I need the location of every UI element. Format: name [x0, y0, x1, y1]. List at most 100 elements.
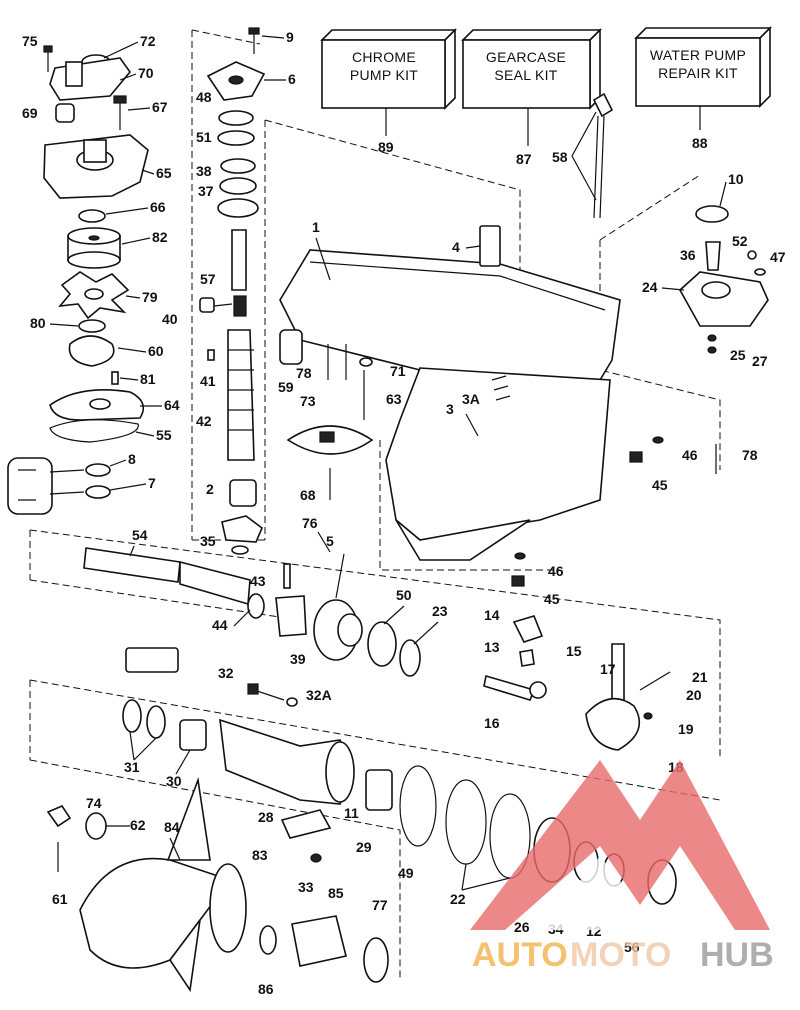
callout-31: 31 [124, 759, 140, 775]
callout-30: 30 [166, 773, 182, 789]
callout-32: 32 [218, 665, 234, 681]
callout-59: 59 [278, 379, 294, 395]
kit-box-chrome-pump[interactable]: CHROME PUMP KIT [320, 28, 457, 110]
kit-water-pump-line1: WATER PUMP [650, 47, 746, 63]
watermark-text-hub: HUB [700, 936, 774, 974]
kit-water-pump-number: 88 [692, 135, 708, 151]
callout-75: 75 [22, 33, 38, 49]
watermark-text-auto: AUTO [472, 936, 568, 974]
propshaft-parts [83, 547, 671, 751]
callout-49: 49 [398, 865, 414, 881]
callout-77: 77 [372, 897, 388, 913]
callout-68: 68 [300, 487, 316, 503]
callout-2: 2 [206, 481, 214, 497]
kit-chrome-pump-line1: CHROME [352, 49, 416, 65]
callout-69: 69 [22, 105, 38, 121]
callout-62: 62 [130, 817, 146, 833]
callout-65: 65 [156, 165, 172, 181]
kit-box-water-pump-repair[interactable]: WATER PUMP REPAIR KIT [634, 26, 772, 108]
callout-11: 11 [344, 805, 359, 821]
callout-6: 6 [288, 71, 296, 87]
callout-64: 64 [164, 397, 180, 413]
callout-15: 15 [566, 643, 582, 659]
callout-40: 40 [162, 311, 178, 327]
callout-23: 23 [432, 603, 448, 619]
watermark-logo: AUTO MOTO HUB [470, 760, 774, 974]
callout-57: 57 [200, 271, 216, 287]
callout-80: 80 [30, 315, 46, 331]
callout-19: 19 [678, 721, 694, 737]
callout-35: 35 [200, 533, 216, 549]
callout-43: 43 [250, 573, 266, 589]
callout-3: 3 [446, 401, 454, 417]
callout-13: 13 [484, 639, 500, 655]
callout-60: 60 [148, 343, 164, 359]
callout-83: 83 [252, 847, 268, 863]
kit-chrome-pump-number: 89 [378, 139, 394, 155]
callout-45-upper: 45 [652, 477, 668, 493]
callout-16: 16 [484, 715, 500, 731]
callout-84: 84 [164, 819, 180, 835]
callout-28: 28 [258, 809, 274, 825]
propeller-parts [46, 776, 389, 993]
callout-54: 54 [132, 527, 148, 543]
callout-67: 67 [152, 99, 168, 115]
callout-44: 44 [212, 617, 228, 633]
callout-72: 72 [140, 33, 156, 49]
callout-79: 79 [142, 289, 158, 305]
pump-kit-assembly [592, 92, 769, 354]
callout-26: 26 [514, 919, 530, 935]
kit-box-gearcase-seal[interactable]: GEARCASE SEAL KIT [461, 28, 602, 110]
callout-4: 4 [452, 239, 460, 255]
callout-20: 20 [686, 687, 702, 703]
callout-52: 52 [732, 233, 748, 249]
driveshaft-parts [199, 27, 266, 555]
kit-water-pump-line2: REPAIR KIT [658, 65, 738, 81]
callout-14: 14 [484, 607, 500, 623]
callout-25: 25 [730, 347, 746, 363]
callout-63: 63 [386, 391, 402, 407]
callout-66: 66 [150, 199, 166, 215]
callout-3A: 3A [462, 391, 480, 407]
callout-24: 24 [642, 279, 658, 295]
kit-gearcase-seal-number: 87 [516, 151, 532, 167]
callout-39: 39 [290, 651, 306, 667]
callout-56: 56 [624, 939, 640, 955]
callout-37: 37 [198, 183, 214, 199]
callout-22: 22 [450, 891, 466, 907]
callout-8: 8 [128, 451, 136, 467]
callout-50: 50 [396, 587, 412, 603]
callout-70: 70 [138, 65, 154, 81]
callout-81: 81 [140, 371, 156, 387]
callout-46-lower: 46 [548, 563, 564, 579]
callout-71: 71 [390, 363, 406, 379]
callout-27: 27 [752, 353, 768, 369]
assembly-dashed-lines [29, 29, 721, 980]
kit-gearcase-seal-line2: SEAL KIT [494, 67, 557, 83]
callout-61: 61 [52, 891, 68, 907]
callout-9: 9 [286, 29, 294, 45]
callout-46-upper: 46 [682, 447, 698, 463]
callout-17: 17 [600, 661, 616, 677]
callout-78-upper: 78 [296, 365, 312, 381]
callout-73: 73 [300, 393, 316, 409]
callout-58: 58 [552, 149, 568, 165]
water-pump-parts [7, 45, 149, 515]
leader-lines [49, 35, 727, 891]
callout-76: 76 [302, 515, 318, 531]
callout-7: 7 [148, 475, 156, 491]
callout-33: 33 [298, 879, 314, 895]
callout-38: 38 [196, 163, 212, 179]
callout-78-right: 78 [742, 447, 758, 463]
kit-chrome-pump-line2: PUMP KIT [350, 67, 418, 83]
kit-gearcase-seal-line1: GEARCASE [486, 49, 566, 65]
watermark-text-moto: MOTO [570, 936, 671, 974]
callout-41: 41 [200, 373, 216, 389]
callout-29: 29 [356, 839, 372, 855]
callout-51: 51 [196, 129, 212, 145]
callout-74: 74 [86, 795, 102, 811]
callout-48: 48 [196, 89, 212, 105]
callout-55: 55 [156, 427, 172, 443]
callout-5: 5 [326, 533, 334, 549]
